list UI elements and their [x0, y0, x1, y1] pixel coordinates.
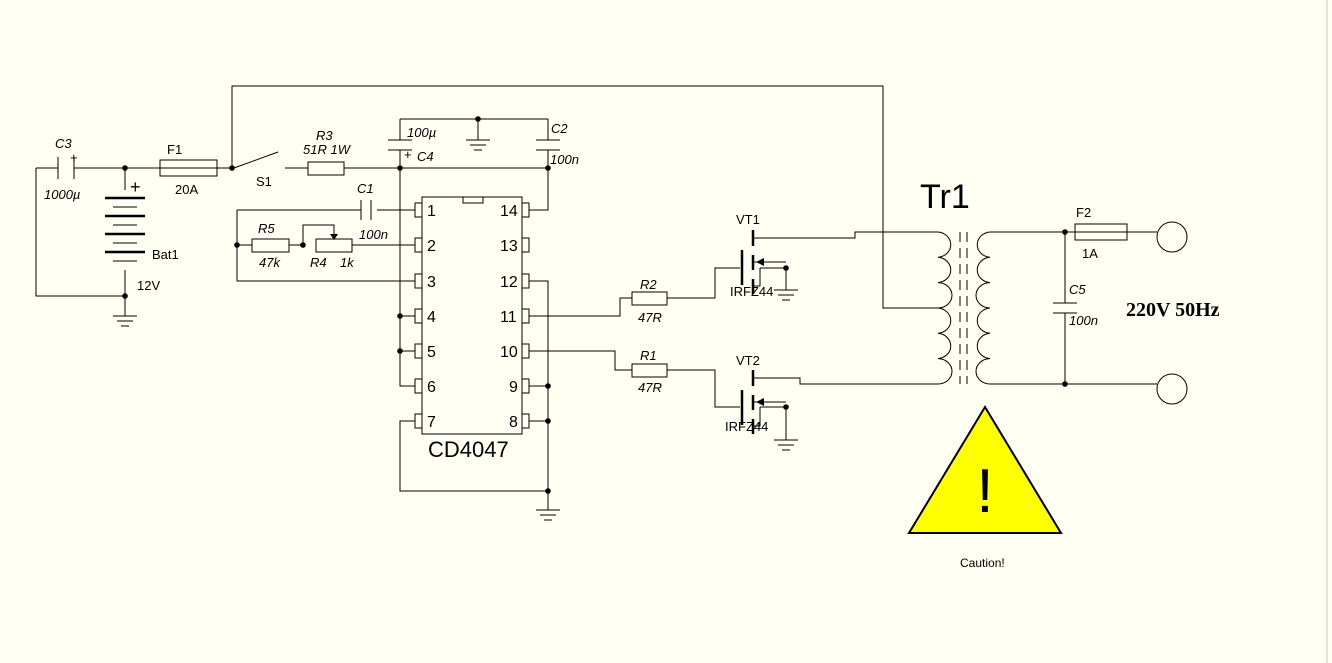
- ic-pin-12: 12: [500, 274, 518, 291]
- c3-ref: C3: [55, 136, 72, 151]
- c2-ref: C2: [551, 121, 568, 136]
- r5-ref: R5: [258, 221, 275, 236]
- ground-vt1: [774, 289, 798, 301]
- c3-polarity: +: [70, 150, 78, 165]
- transformer-tr1: Tr1: [920, 178, 991, 385]
- ic-pin-10: 10: [500, 344, 518, 361]
- junction-dots: [122, 116, 1068, 494]
- s1-ref: S1: [256, 174, 272, 189]
- switch-s1: S1: [233, 151, 279, 189]
- tr1-ref: Tr1: [920, 178, 970, 216]
- r4-ref: R4: [310, 255, 327, 270]
- ic-pin-1: 1: [427, 203, 436, 220]
- c5-value: 100n: [1069, 313, 1098, 328]
- output-terminal-top: [1156, 221, 1188, 253]
- ic-pin-14: 14: [500, 203, 518, 220]
- r2-value: 47R: [638, 310, 662, 325]
- bat1-ref: Bat1: [152, 247, 179, 262]
- output-terminals: [1156, 221, 1188, 405]
- resistor-r5: R5 47k: [251, 221, 290, 270]
- c4-ref: C4: [417, 149, 434, 164]
- capacitor-c1: C1 100n: [357, 181, 388, 242]
- ic-pin-3: 3: [427, 274, 436, 291]
- ic-pin-13: 13: [500, 238, 518, 255]
- warning-triangle-icon: [907, 405, 1063, 534]
- ic-pin-2: 2: [427, 238, 436, 255]
- mosfet-vt2: VT2 IRFZ44: [725, 353, 786, 434]
- c1-ref: C1: [357, 181, 374, 196]
- bat1-polarity: +: [130, 177, 141, 197]
- capacitor-c5: C5 100n: [1053, 282, 1098, 328]
- fuse-f1: F1 20A: [159, 142, 218, 197]
- ic-pin-9: 9: [509, 379, 518, 396]
- f2-ref: F2: [1076, 205, 1091, 220]
- vt2-value: IRFZ44: [725, 419, 768, 434]
- ground-ic: [536, 509, 560, 521]
- output-voltage-label: 220V 50Hz: [1126, 299, 1220, 321]
- resistor-r2: R2 47R: [631, 277, 668, 325]
- potentiometer-r4: R4 1k: [310, 234, 355, 270]
- ic-cd4047: 1 2 3 4 5 6 7 14 13 12 11 10 9 8 CD4047: [414, 196, 530, 462]
- vt1-value: IRFZ44: [730, 284, 773, 299]
- resistor-r3: R3 51R 1W: [303, 128, 352, 176]
- exclamation-icon: !: [976, 457, 993, 526]
- c5-ref: C5: [1069, 282, 1086, 297]
- vt2-ref: VT2: [736, 353, 760, 368]
- r1-ref: R1: [640, 348, 657, 363]
- c2-value: 100n: [550, 152, 579, 167]
- ic-pin-6: 6: [427, 379, 436, 396]
- f1-value: 20A: [175, 182, 198, 197]
- ground-battery: [113, 315, 137, 327]
- f1-ref: F1: [167, 142, 182, 157]
- warning-text: Caution!: [960, 556, 1005, 570]
- r4-value: 1k: [340, 255, 355, 270]
- mosfet-vt1: VT1 IRFZ44: [730, 212, 786, 299]
- capacitor-c4: 100µ + C4: [388, 125, 436, 164]
- output-terminal-bottom: [1156, 373, 1188, 405]
- ic-pin-4: 4: [427, 309, 436, 326]
- r5-value: 47k: [259, 255, 281, 270]
- fuse-f2: F2 1A: [1074, 205, 1128, 261]
- ic-pin-stubs: [414, 202, 530, 429]
- c4-value: 100µ: [407, 125, 436, 140]
- capacitor-c3: C3 + 1000µ: [44, 136, 80, 202]
- f2-value: 1A: [1082, 246, 1098, 261]
- ic-pin-8: 8: [509, 414, 518, 431]
- r3-ref: R3: [316, 128, 333, 143]
- c4-polarity: +: [404, 147, 412, 162]
- ic-pin-5: 5: [427, 344, 436, 361]
- ic-pin-11: 11: [500, 309, 517, 326]
- capacitor-c2: C2 100n: [536, 121, 579, 167]
- c3-value: 1000µ: [44, 187, 80, 202]
- resistor-r1: R1 47R: [631, 348, 668, 395]
- ground-c4: [466, 139, 490, 151]
- ground-symbols: [113, 139, 798, 521]
- r2-ref: R2: [640, 277, 657, 292]
- ic-pin-7: 7: [427, 414, 436, 431]
- bat1-value: 12V: [137, 278, 160, 293]
- warning-sign: ! Caution!: [907, 405, 1063, 570]
- ic-ref: CD4047: [428, 437, 509, 462]
- ground-vt2: [774, 439, 798, 451]
- r1-value: 47R: [638, 380, 662, 395]
- wires: [35, 85, 1157, 510]
- c1-value: 100n: [359, 227, 388, 242]
- vt1-ref: VT1: [736, 212, 760, 227]
- r3-value: 51R 1W: [303, 142, 352, 157]
- battery-bat1: + Bat1 12V: [105, 177, 179, 293]
